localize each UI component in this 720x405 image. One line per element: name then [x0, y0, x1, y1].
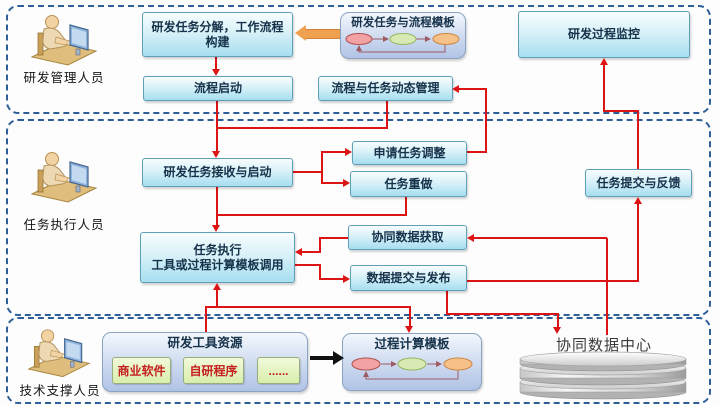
connector-execute-to-publish: [295, 264, 321, 266]
arrow-tools-to-calc-body: [310, 356, 333, 360]
box-request-adjust: 申请任务调整: [352, 141, 467, 165]
connector-publish-to-feedback: [637, 202, 639, 282]
box-data-publish: 数据提交与发布: [350, 265, 467, 291]
arrowhead: [295, 248, 302, 256]
connector-dynamic-down: [386, 101, 388, 128]
arrow-template-to-decompose-body: [305, 29, 342, 39]
arrow-template-to-decompose: [295, 25, 306, 41]
arrowhead: [343, 179, 350, 187]
process-flow-ellipses: [345, 33, 460, 53]
arrowhead: [212, 225, 220, 232]
chip-inhouse-program: 自研程序: [183, 357, 244, 384]
connector-adjust-to-dynamic: [467, 151, 487, 153]
connector-receive-to-execute: [216, 187, 218, 228]
connector-feedback-to-monitor: [603, 62, 605, 111]
arrowhead: [212, 69, 220, 76]
connector-execute-to-calc: [409, 306, 411, 327]
box-process-monitor: 研发过程监控: [518, 11, 690, 58]
arrowhead: [213, 283, 221, 290]
connector-execute-to-publish: [319, 264, 321, 280]
chip-commercial-software: 商业软件: [112, 357, 171, 384]
arrowhead: [405, 326, 413, 333]
box-task-redo: 任务重做: [350, 171, 467, 197]
connector-feedback-to-monitor: [637, 111, 639, 171]
box-dynamic-management: 流程与任务动态管理: [318, 76, 453, 101]
connector-tools-to-execute: [205, 308, 207, 334]
box-collab-data-get: 协同数据获取: [348, 225, 467, 250]
arrow-tools-to-calc: [333, 351, 344, 365]
connector-publish-to-datacenter: [446, 291, 448, 314]
box-task-receive: 研发任务接收与启动: [142, 158, 293, 187]
connector-receive-branch: [293, 171, 322, 173]
box-task-decompose: 研发任务分解，工作流程构建: [142, 12, 293, 57]
lane-label-task-execution: 任务执行人员: [23, 218, 105, 232]
connector-feedback-to-monitor: [603, 110, 639, 112]
person-at-computer-icon: [30, 152, 98, 203]
process-flow-ellipses: [351, 357, 473, 380]
box-task-flow-template: 研发任务与流程模板: [340, 12, 466, 59]
connector-receive-to-adjust: [321, 151, 346, 153]
arrowhead: [634, 197, 642, 204]
connector-publish-to-datacenter: [557, 313, 559, 328]
connector-decompose-to-start: [215, 57, 217, 73]
lane-task-execution: [6, 119, 711, 316]
arrowhead: [553, 327, 561, 334]
connector-getdata-to-execute: [319, 237, 321, 253]
arrowhead: [212, 151, 220, 158]
lane-rd-management: [6, 5, 711, 114]
person-at-computer-icon: [30, 15, 98, 66]
box-task-submit-feedback: 任务提交与反馈: [585, 169, 692, 197]
lane-tech-support: [6, 317, 711, 404]
connector-receive-to-redo: [321, 182, 344, 184]
box-task-execute: 任务执行 工具或过程计算模板调用: [140, 232, 295, 283]
connector-tools-to-execute: [216, 288, 218, 307]
box-process-calc-template: 过程计算模板: [342, 333, 482, 391]
database-cylinder-icon: [519, 351, 687, 400]
connector-publish-to-datacenter: [446, 313, 559, 315]
arrowhead: [343, 275, 350, 283]
lane-label-rd-management: 研发管理人员: [23, 71, 105, 85]
connector-redo-to-execute: [405, 197, 407, 216]
connector-merge-horizontal: [216, 127, 388, 129]
connector-getdata-to-execute: [320, 237, 348, 239]
lane-label-tech-support: 技术支撑人员: [19, 384, 101, 398]
chip-more-ellipsis: ......: [257, 357, 300, 384]
connector-datacenter-to-getdata: [606, 238, 608, 335]
arrowhead: [452, 85, 459, 93]
connector-execute-to-publish: [319, 278, 344, 280]
connector-getdata-to-execute: [302, 251, 320, 253]
connector-redo-to-execute: [216, 214, 407, 216]
connector-datacenter-to-getdata: [474, 237, 607, 239]
arrowhead: [467, 234, 474, 242]
connector-publish-to-feedback: [467, 280, 639, 282]
arrowhead: [600, 58, 608, 65]
connector-adjust-to-dynamic: [485, 88, 487, 153]
box-flow-start: 流程启动: [143, 76, 293, 101]
arrowhead: [345, 148, 352, 156]
person-at-computer-icon: [27, 329, 91, 378]
connector-adjust-to-dynamic: [456, 88, 486, 90]
connector-receive-branch: [321, 151, 323, 184]
datacenter-label: 协同数据中心: [555, 337, 652, 354]
connector-tools-calc-horizontal: [205, 306, 411, 308]
